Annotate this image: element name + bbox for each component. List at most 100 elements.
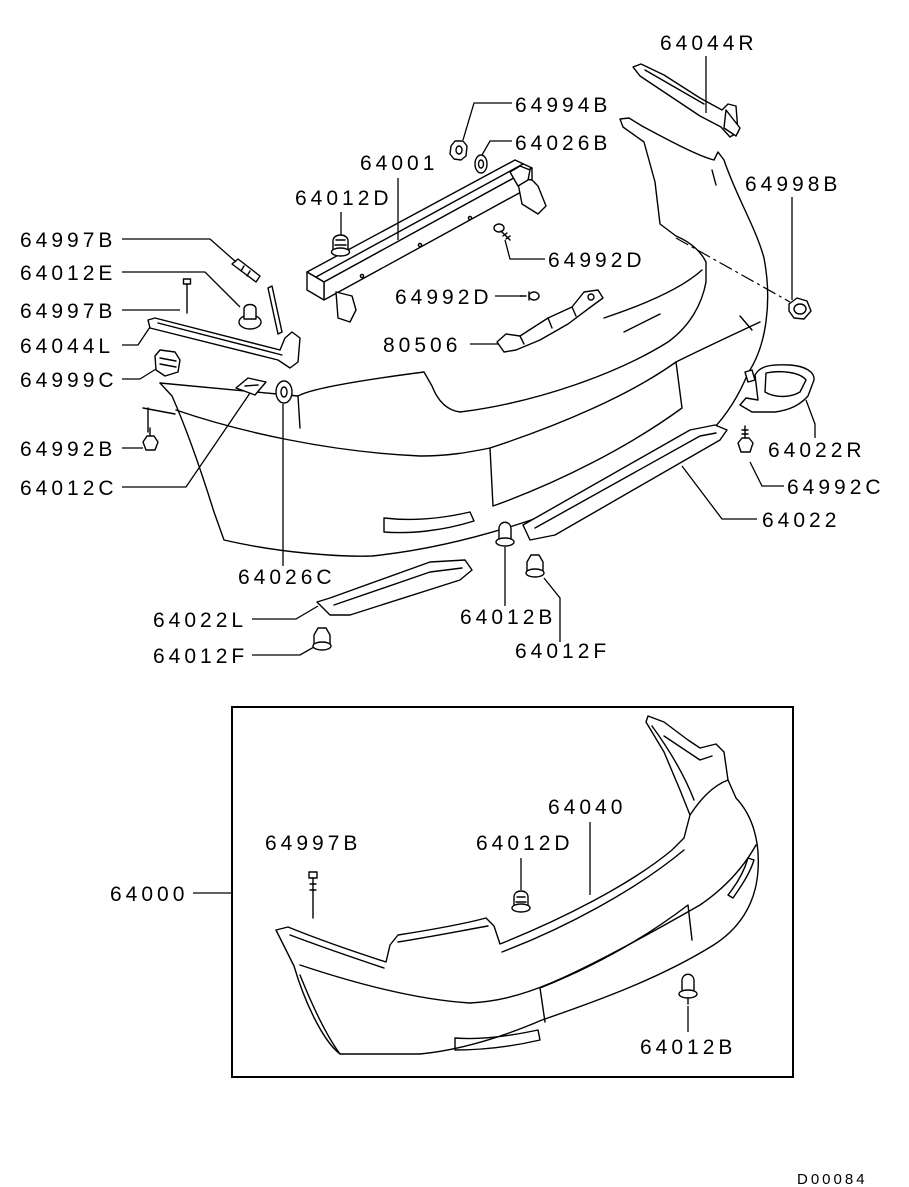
inset-bumper-upper-lip [501,849,685,953]
clip-stem [243,303,257,320]
part-64992D-screw-upper [493,223,511,241]
inset-bumper-side-crease [299,974,341,1055]
callout-64997B-inset: 64997B [265,832,361,855]
beam-hole [417,242,423,248]
beam-left-bracket [335,291,357,323]
clip-flange [495,537,515,547]
screw-head [528,291,540,301]
part-64001-reinforcement-beam [306,159,547,323]
part-64012E-clip [238,303,262,330]
part-64012F-nut-left [312,627,332,651]
part-64012C-clip [235,377,267,396]
callout-64026B: 64026B [515,132,611,155]
bolt-head [788,297,812,320]
pin-head [308,871,318,879]
beam-mount-block [509,165,531,187]
callout-64994B: 64994B [515,94,611,117]
rear-bumper-assembly-inset [275,715,759,1055]
part-80506-bracket [496,289,604,353]
leader-64026B [481,140,512,156]
callout-64044L: 64044L [20,335,114,358]
washer-inner [280,386,288,398]
clip-ribs [334,239,347,246]
callout-64997B-lower: 64997B [20,300,116,323]
pin-head [182,278,192,285]
part-64012B-clip [495,521,515,547]
bumper-top-edge [159,235,707,413]
bracket-plate [496,289,604,353]
leader-64044L [122,326,151,346]
washer-outer [275,380,293,404]
pin-shank [309,877,317,919]
clip-flange [678,989,698,999]
callout-64022: 64022 [762,509,840,532]
part-64012D-clip [330,234,351,257]
pin-body [231,258,261,283]
part-64997B-push-pin-upper [231,258,261,283]
leader-64012E [122,271,241,308]
bumper-lower-slot [383,511,475,534]
callout-64044R: 64044R [660,32,758,55]
part-64012D-clip-inset [511,890,531,913]
diagram-code: D00084 [797,1171,868,1187]
screw-head [737,437,754,453]
callout-64000-assembly: 64000 [110,883,188,906]
callout-64040: 64040 [548,796,626,819]
reflector-tab [744,369,756,383]
reflector-body [739,364,815,413]
inset-bumper-arm-inner [651,725,729,816]
strip-body [522,424,728,541]
callout-64012B-main: 64012B [460,606,556,629]
callout-64022R: 64022R [768,439,866,462]
nut-flange [525,568,545,578]
screw-shank [500,230,511,241]
leader-lines-inset [193,822,689,1032]
part-64012F-nut-right [525,554,545,578]
inset-bumper-reflector-recess [727,857,755,899]
part-64997B-push-pin-inset [308,871,318,919]
leader-64022 [681,465,757,520]
bolt-washer [793,303,807,315]
part-64022R-reflector [739,364,815,413]
part-64022L-reflector-strip [316,559,473,616]
clip-body [681,973,695,993]
callout-64999C: 64999C [20,369,118,392]
part-64012B-clip-inset [678,973,698,1005]
beam-hole [359,273,365,279]
callout-64992D-middle: 64992D [395,286,493,309]
inset-frame [231,706,794,1078]
callout-64998B: 64998B [745,173,841,196]
beam-hole [467,215,473,221]
part-64992C-screw [737,425,754,453]
part-64992D-screw-middle [519,291,540,301]
callout-64992D-upper: 64992D [548,249,646,272]
part-64994B-nut [449,140,468,161]
leader-64022R [805,399,816,438]
clip-ribs [515,896,527,903]
callout-64012B-inset: 64012B [640,1036,736,1059]
beam-end-face [306,271,325,301]
strip-inner-line [534,432,717,529]
screw-head [493,223,505,233]
callout-64012F-right: 64012F [515,640,610,663]
inset-bumper-lower-slot [454,1029,541,1051]
screw-location-indicator [142,407,176,433]
bumper-inner-trunk-line [603,269,703,319]
screw-head [142,435,159,451]
part-64026B-washer [474,154,488,174]
clip-body [332,234,349,252]
callout-64026C: 64026C [238,566,336,589]
beam-ridge [315,163,524,278]
clip-detail [159,357,177,368]
nut-flange [312,641,332,651]
leader-64999C [122,368,157,380]
callout-64012D-main: 64012D [295,187,393,210]
bracket-body [632,63,739,138]
bracket-hook [723,109,741,137]
leader-64992C [749,461,784,487]
leader-64012F-right [543,577,561,642]
clip-body [498,521,512,542]
pin-ribs [240,265,251,277]
bracket-ridge [644,69,705,105]
part-64999C-clip [154,349,181,377]
